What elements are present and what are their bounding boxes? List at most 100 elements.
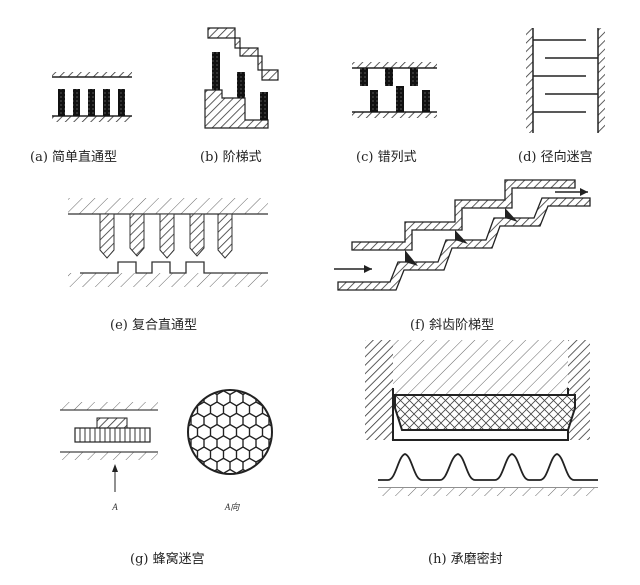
honeycomb-cell [301,447,314,462]
honeycomb-cell [268,390,272,407]
honeycomb-cell [276,470,289,485]
honeycomb-cell [172,357,185,372]
honeycomb-cell [282,346,295,361]
honeycomb-cell [289,380,302,395]
caption-f: (f) 斜齿阶梯型 [410,318,495,333]
panel-h-diagram [365,340,598,496]
honeycomb-cell [198,357,211,372]
honeycomb-cell [159,425,172,440]
honeycomb-cell [165,481,178,496]
honeycomb-cell [314,402,327,417]
honeycomb-cell [185,357,198,372]
caption-g: (g) 蜂窝迷宫 [130,552,205,567]
honeycomb-cell [282,368,295,383]
honeycomb-cell [204,346,217,361]
caption-a: (a) 简单直通型 [30,150,118,165]
honeycomb-cell [276,402,289,417]
honeycomb-cell [256,481,269,496]
honeycomb-cell [301,425,314,440]
honeycomb-cell [289,425,302,440]
honeycomb-cell [191,346,204,361]
honeycomb-cell [243,368,256,383]
honeycomb-cell [204,503,217,518]
honeycomb-cell [289,447,302,462]
honeycomb-cell [172,380,185,395]
honeycomb-cell [250,357,263,372]
honeycomb-cell [133,470,146,485]
caption-b: (b) 阶梯式 [200,150,262,165]
honeycomb-cell [321,458,334,473]
honeycomb-cell [301,402,314,417]
honeycomb-cell [165,458,178,473]
honeycomb-cell [165,346,178,361]
honeycomb-cell [289,402,302,417]
honeycomb-cell [276,357,289,372]
honeycomb-cell [146,492,159,507]
honeycomb-cell [314,425,327,440]
honeycomb-cell [243,346,256,361]
honeycomb-cell [295,368,308,383]
honeycomb-cell [243,503,256,518]
honeycomb-cell [159,492,172,507]
honeycomb-cell [308,436,321,451]
caption-e: (e) 复合直通型 [110,318,197,333]
honeycomb-cell [282,458,295,473]
panel-b-diagram [204,27,279,129]
honeycomb-cell [263,492,276,507]
honeycomb-cell [321,346,334,361]
honeycomb-cell [295,413,308,428]
honeycomb-cell [282,481,295,496]
honeycomb-cell [256,346,269,361]
honeycomb-cell [269,503,282,518]
honeycomb-cell [217,481,230,496]
honeycomb-cell [178,503,191,518]
honeycomb-cell [308,346,321,361]
honeycomb-cell [139,503,152,518]
honeycomb-cell [321,481,334,496]
honeycomb-cell [261,468,272,474]
panel-c-diagram [352,62,437,118]
honeycomb-cell [188,468,199,474]
honeycomb-cell [172,492,185,507]
honeycomb-cell [308,413,321,428]
honeycomb-cell [196,390,212,396]
honeycomb-cell [295,391,308,406]
honeycomb-cell [159,357,172,372]
honeycomb-cell [282,391,295,406]
honeycomb-cell [211,357,224,372]
honeycomb-cell [139,368,152,383]
honeycomb-cell [133,380,146,395]
honeycomb-cell [191,503,204,518]
honeycomb-cell [276,447,289,462]
honeycomb-cell [146,380,159,395]
honeycomb-cell [165,436,178,451]
honeycomb-cell [255,457,270,474]
honeycomb-cell [159,402,172,417]
honeycomb-cell [250,492,263,507]
honeycomb-cell [243,481,256,496]
honeycomb-cell [165,503,178,518]
honeycomb-cell [152,436,165,451]
honeycomb-cell [152,503,165,518]
g-section-label: A [111,502,118,512]
honeycomb-cell [191,368,204,383]
honeycomb-cell [230,481,243,496]
honeycomb-cell [308,391,321,406]
honeycomb-cell [172,402,185,417]
honeycomb-cell [256,368,269,383]
honeycomb-cell [209,468,225,474]
honeycomb-cell [269,368,282,383]
honeycomb-cell [301,380,314,395]
honeycomb-cell [295,436,308,451]
honeycomb-cell [188,390,199,396]
honeycomb-cell [301,492,314,507]
honeycomb-cell [289,357,302,372]
honeycomb-cell [308,458,321,473]
honeycomb-cell [301,470,314,485]
g-view-label: A向 [224,502,240,512]
honeycomb-cell [268,457,272,474]
honeycomb-cell [321,391,334,406]
honeycomb-cell [301,357,314,372]
caption-d: (d) 径向迷宫 [518,150,593,165]
